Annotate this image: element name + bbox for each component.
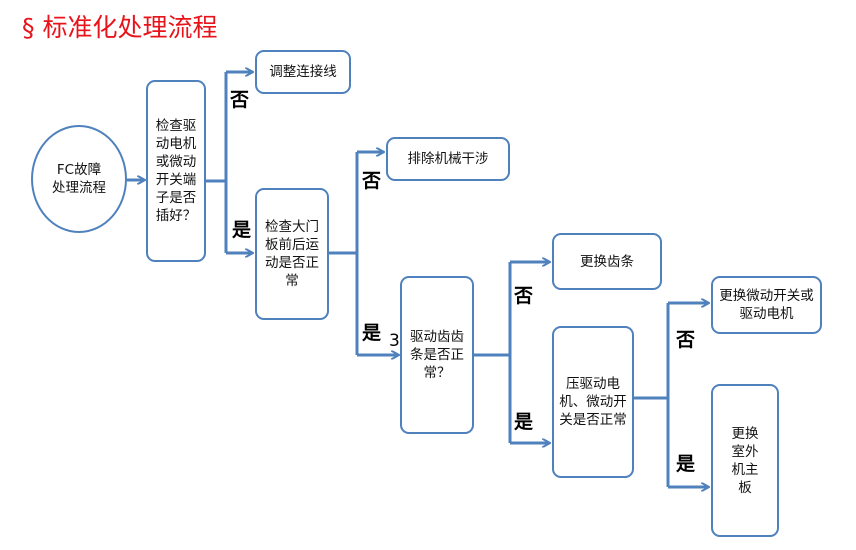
label-yes-2: 是 (362, 322, 382, 344)
remove-jam-node: 排除机械干涉 (386, 137, 510, 181)
adjust-wire-node: 调整连接线 (255, 50, 351, 94)
label-no-3: 否 (514, 285, 534, 307)
remove-jam-node-label: 排除机械干涉 (407, 151, 489, 167)
check-gear-node: 驱动齿齿条是否正常？ (400, 276, 474, 434)
label-no-1: 否 (230, 89, 250, 111)
start-node: FC故障处理流程 (31, 125, 127, 233)
replace-motor-node-label: 更换微动开关或驱动电机 (719, 288, 814, 322)
press-switch-node-label: 压驱动电机、微动开关是否正常 (559, 376, 627, 428)
adjust-wire-node-label: 调整连接线 (269, 64, 337, 80)
label-no-2: 否 (362, 170, 382, 192)
page-title: § 标准化处理流程 (22, 13, 218, 42)
replace-board-node-label: 更换室外机主板 (731, 425, 759, 496)
start-node-label: FC故障处理流程 (52, 162, 106, 196)
stray-number: 3 (389, 331, 400, 351)
label-no-4: 否 (676, 329, 696, 351)
replace-board-node: 更换室外机主板 (711, 384, 779, 537)
label-yes-4: 是 (676, 453, 696, 475)
replace-rack-node: 更换齿条 (552, 233, 662, 290)
check-gear-node-label: 驱动齿齿条是否正常？ (410, 329, 464, 381)
check-plug-node: 检查驱动电机或微动开关端子是否插好？ (146, 80, 206, 262)
check-plug-node-label: 检查驱动电机或微动开关端子是否插好？ (155, 118, 197, 224)
check-door-node: 检查大门板前后运动是否正常 (255, 188, 329, 320)
replace-rack-node-label: 更换齿条 (580, 253, 634, 270)
replace-motor-node: 更换微动开关或驱动电机 (711, 276, 822, 334)
label-yes-3: 是 (514, 411, 534, 433)
press-switch-node: 压驱动电机、微动开关是否正常 (552, 326, 634, 478)
label-yes-1: 是 (232, 219, 252, 241)
check-door-node-label: 检查大门板前后运动是否正常 (265, 219, 319, 289)
